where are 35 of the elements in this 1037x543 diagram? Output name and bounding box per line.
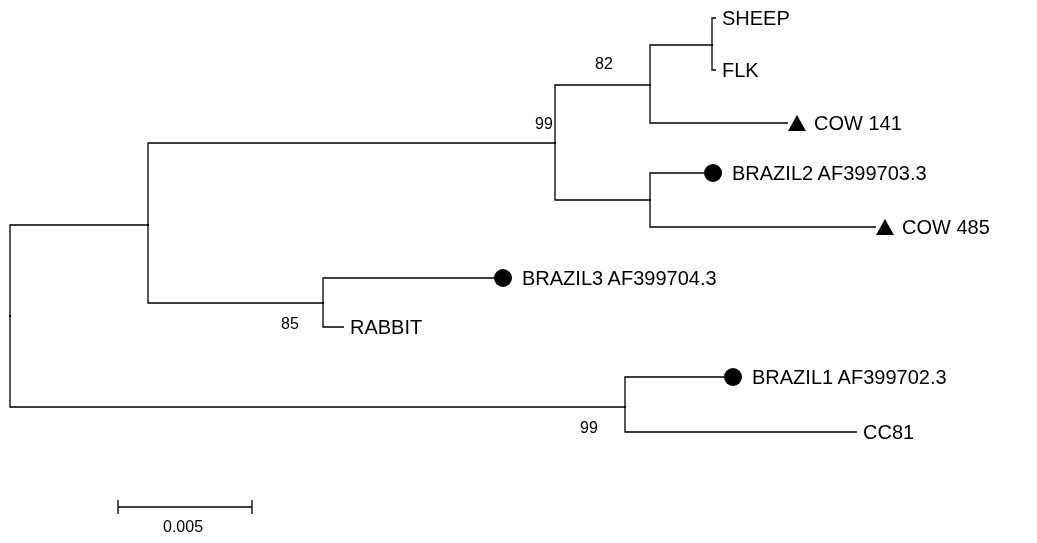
tree-branch (649, 172, 705, 201)
circle-marker-icon (704, 164, 722, 182)
taxon-label: COW 141 (814, 111, 902, 135)
taxon-label: BRAZIL2 AF399703.3 (732, 161, 927, 185)
taxon-label: CC81 (863, 420, 915, 444)
taxon-label: RABBIT (350, 315, 423, 339)
bootstrap-value: 82 (595, 55, 613, 73)
taxon-label: BRAZIL1 AF399702.3 (752, 365, 947, 389)
triangle-marker-icon (876, 218, 894, 236)
tree-branch (322, 302, 345, 328)
tree-branch (649, 44, 713, 86)
circle-marker-icon (724, 368, 742, 386)
taxon-label: FLK (722, 58, 759, 82)
circle-marker-icon (494, 269, 512, 287)
taxon-label: SHEEP (722, 6, 790, 30)
taxon-label: BRAZIL3 AF399704.3 (522, 266, 717, 290)
bootstrap-value: 85 (281, 315, 299, 333)
bootstrap-value: 99 (535, 115, 553, 133)
tree-branch (649, 84, 789, 124)
tree-branch (624, 376, 725, 408)
tree-branch (147, 224, 324, 304)
tree-branch (554, 84, 651, 144)
tree-branch (9, 315, 626, 408)
taxon-label: COW 485 (902, 215, 990, 239)
tree-branch (147, 142, 556, 226)
triangle-marker-icon (788, 114, 806, 132)
tree-branch (711, 44, 717, 71)
tree-branch (711, 17, 717, 46)
scale-label: 0.005 (163, 518, 204, 536)
tree-branch (649, 199, 877, 228)
tree-branch (624, 406, 858, 433)
tree-branch (554, 142, 651, 201)
bootstrap-value: 99 (580, 419, 598, 437)
tree-branch (9, 224, 149, 317)
tree-branch (322, 277, 495, 304)
